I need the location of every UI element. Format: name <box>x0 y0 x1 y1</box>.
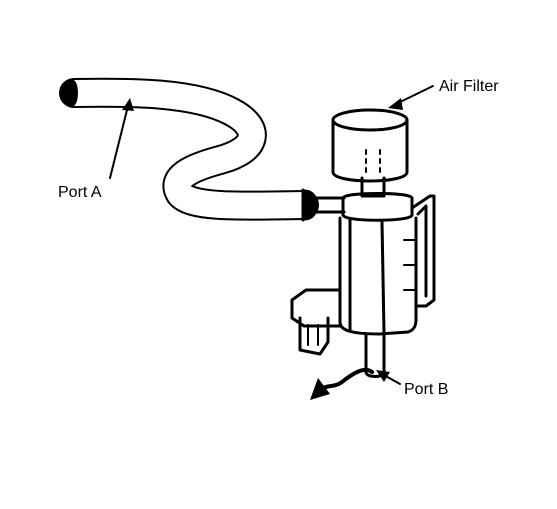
vacuum-hose <box>59 77 346 222</box>
air-filter <box>331 108 409 198</box>
port-b-arrowhead-icon <box>376 370 390 382</box>
port-a-arrowhead-icon <box>122 98 134 111</box>
port-a-opening <box>68 80 78 106</box>
leader-lines <box>109 85 434 385</box>
port-b-flow-arrow <box>310 367 374 400</box>
solenoid-valve-body <box>290 192 436 378</box>
flow-arrowhead-icon <box>310 378 330 400</box>
label-port-b: Port B <box>404 381 448 398</box>
label-air-filter: Air Filter <box>439 78 499 95</box>
label-port-a: Port A <box>58 184 102 201</box>
air-filter-arrowhead-icon <box>388 98 403 110</box>
